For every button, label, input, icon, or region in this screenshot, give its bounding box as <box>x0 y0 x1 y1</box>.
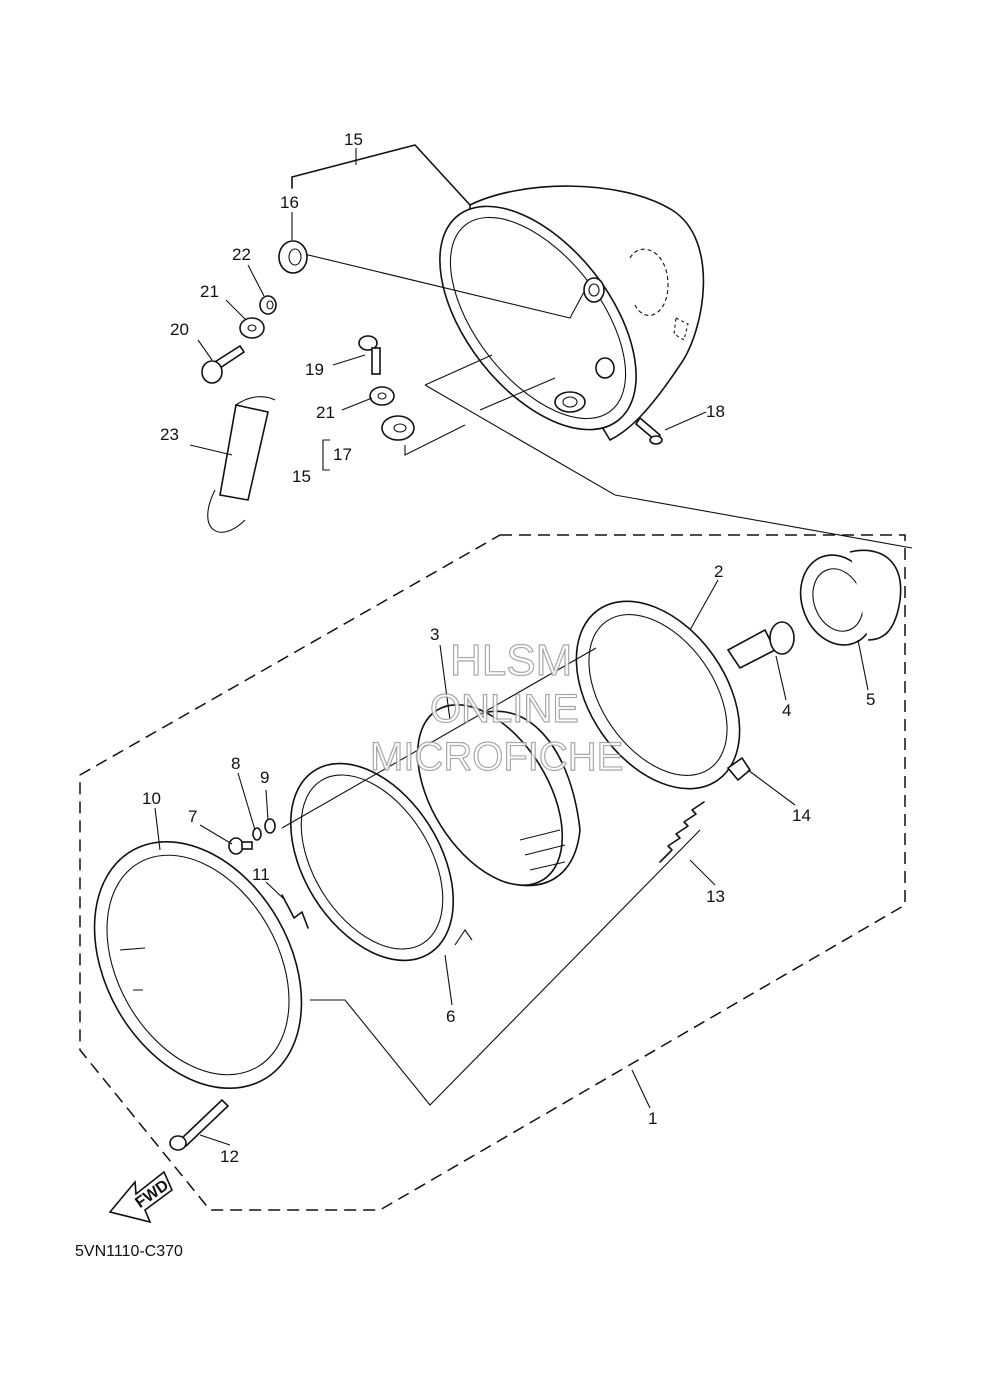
callout-17: 17 <box>333 445 352 464</box>
callout-15-top: 15 <box>344 130 363 149</box>
callout-12: 12 <box>220 1147 239 1166</box>
bolt-19 <box>358 335 381 375</box>
clip-14 <box>726 756 752 782</box>
washer-8 <box>252 827 262 841</box>
bulb-4 <box>726 621 795 670</box>
watermark: HLSM ONLINE MICROFICHE <box>369 635 624 779</box>
callout-6: 6 <box>446 1007 455 1026</box>
grommet-16 <box>278 240 308 274</box>
callout-23: 23 <box>160 425 179 444</box>
callout-9: 9 <box>260 768 269 787</box>
collar-22 <box>259 295 277 315</box>
washer-9 <box>264 818 276 834</box>
callout-21-bottom: 21 <box>316 403 335 422</box>
lens-unit-3 <box>416 703 581 887</box>
callout-21-top: 21 <box>200 282 219 301</box>
watermark-line-2: ONLINE <box>430 687 579 731</box>
socket-cover-5 <box>799 549 902 646</box>
forward-arrow-icon: FWD <box>108 1170 173 1224</box>
mounting-ring-6 <box>289 762 473 962</box>
outer-rim-10 <box>93 840 303 1090</box>
washer-21-top <box>239 317 265 339</box>
rim-2 <box>575 600 741 790</box>
callout-19: 19 <box>305 360 324 379</box>
washer-21-bottom <box>369 386 395 406</box>
callout-7: 7 <box>188 807 197 826</box>
callout-2: 2 <box>714 562 723 581</box>
screw-18 <box>634 416 663 445</box>
callout-15-bottom: 15 <box>292 467 311 486</box>
callout-20: 20 <box>170 320 189 339</box>
callout-14: 14 <box>792 806 811 825</box>
spring-13 <box>659 801 705 863</box>
wire-harness-23 <box>207 396 276 533</box>
callout-1: 1 <box>648 1109 657 1128</box>
callout-18: 18 <box>706 402 725 421</box>
callout-4: 4 <box>782 701 791 720</box>
watermark-line-3: MICROFICHE <box>370 735 623 779</box>
headlight-body <box>439 185 705 442</box>
watermark-line-1: HLSM <box>450 636 572 685</box>
drawing-code: 5VN1110-C370 <box>75 1243 183 1260</box>
callout-8: 8 <box>231 754 240 773</box>
callout-11: 11 <box>252 865 270 884</box>
spring-clip-11 <box>281 894 309 929</box>
callout-10: 10 <box>142 789 161 808</box>
screw-7 <box>228 837 253 855</box>
screw-12 <box>169 1098 230 1151</box>
callout-3: 3 <box>430 625 439 644</box>
grommet-17 <box>381 415 415 441</box>
callout-22: 22 <box>232 245 251 264</box>
bolt-20 <box>201 344 246 384</box>
callout-13: 13 <box>706 887 725 906</box>
callout-16: 16 <box>280 193 299 212</box>
callout-5: 5 <box>866 690 875 709</box>
